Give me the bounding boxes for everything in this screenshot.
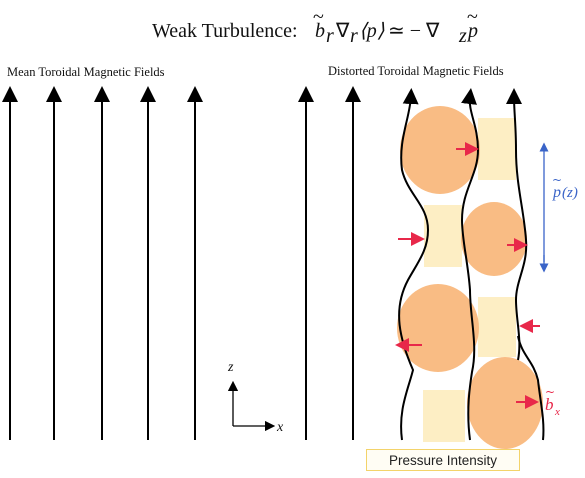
pressure-label-p: p bbox=[552, 184, 561, 201]
title-equation: Weak Turbulence: b ~ r ∇ r ⟨p⟩ ≃ − ∇ z p… bbox=[152, 6, 478, 47]
title-nabla: ∇ bbox=[335, 20, 350, 42]
pressure-label-tilde: ~ bbox=[552, 173, 562, 187]
low-pressure-region-2 bbox=[424, 205, 462, 267]
low-pressure-region-1 bbox=[478, 118, 516, 180]
b-x-label: b ~ x bbox=[545, 385, 560, 418]
b-label-sub: x bbox=[554, 406, 560, 418]
title-prefix: Weak Turbulence: bbox=[152, 20, 298, 42]
coordinate-axes bbox=[227, 380, 276, 432]
b-label-b: b bbox=[545, 395, 554, 414]
title-mean-p: ⟨p⟩ bbox=[359, 20, 385, 42]
title-sub-z: z bbox=[458, 25, 467, 47]
high-pressure-blob-1 bbox=[400, 106, 480, 194]
low-pressure-region-4 bbox=[423, 390, 465, 442]
title-approx: ≃ − ∇ bbox=[388, 20, 440, 42]
high-pressure-blob-3 bbox=[397, 284, 479, 372]
pressure-label-arg: (z) bbox=[562, 185, 578, 201]
right-panel-label: Distorted Toroidal Magnetic Fields bbox=[328, 64, 504, 78]
high-pressure-regions bbox=[397, 106, 543, 449]
distorted-line-3-lower bbox=[517, 335, 545, 441]
distorted-line-1 bbox=[398, 88, 430, 441]
title-tilde-b: ~ bbox=[313, 6, 324, 28]
x-axis-label: x bbox=[276, 420, 284, 435]
legend-text: Pressure Intensity bbox=[388, 452, 498, 468]
title-sub-r2: r bbox=[350, 25, 358, 47]
mean-field-lines bbox=[2, 86, 361, 440]
pressure-intensity-legend: Pressure Intensity bbox=[366, 449, 520, 471]
low-pressure-region-3 bbox=[478, 297, 516, 357]
high-pressure-blob-4 bbox=[467, 357, 543, 449]
left-panel-label: Mean Toroidal Magnetic Fields bbox=[7, 65, 165, 79]
b-label-tilde: ~ bbox=[545, 385, 555, 399]
high-pressure-blob-2 bbox=[461, 202, 527, 276]
z-axis-label: z bbox=[227, 360, 234, 375]
title-b: b bbox=[315, 20, 325, 42]
low-pressure-regions bbox=[423, 118, 516, 442]
title-sub-r: r bbox=[326, 25, 334, 47]
title-tilde-p: ~ bbox=[467, 6, 478, 28]
pressure-perturbation-label: p ~ (z) bbox=[552, 173, 578, 201]
force-arrows bbox=[395, 142, 540, 409]
title-p: p bbox=[466, 20, 478, 42]
